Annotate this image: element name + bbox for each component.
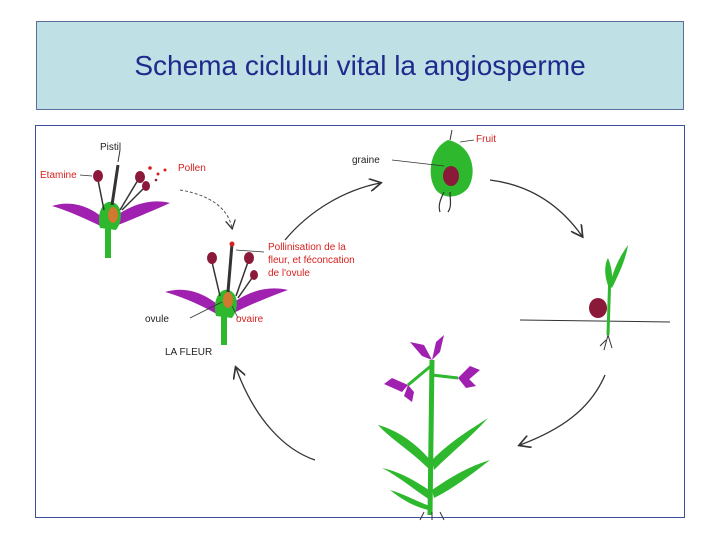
label-pollinisation-1: Pollinisation de la	[268, 242, 346, 253]
pollination-arrow	[179, 189, 232, 228]
seedling	[519, 245, 671, 351]
flower-2	[165, 241, 288, 345]
arrow-to-plant	[520, 374, 606, 445]
label-ovaire: ovaire	[236, 314, 264, 325]
diagram-frame	[35, 125, 685, 518]
flower-1	[52, 149, 170, 258]
label-pollinisation-2: fleur, et féconcation	[268, 255, 355, 266]
fruit	[391, 129, 475, 213]
label-pistil: Pistil	[100, 142, 121, 153]
arrow-to-fruit	[284, 183, 380, 241]
title-box: Schema ciclului vital la angiosperme	[36, 21, 684, 110]
label-etamine: Etamine	[40, 170, 77, 181]
arrow-to-flower	[236, 368, 316, 461]
label-ovule: ovule	[145, 314, 169, 325]
arrow-to-seedling	[489, 179, 582, 236]
label-pollen: Pollen	[178, 163, 206, 174]
adult-plant	[378, 335, 490, 521]
label-la-fleur: LA FLEUR	[165, 347, 212, 358]
label-pollinisation-3: de l'ovule	[268, 268, 310, 279]
label-graine: graine	[352, 155, 380, 166]
label-fruit: Fruit	[476, 134, 496, 145]
slide-title: Schema ciclului vital la angiosperme	[134, 49, 586, 81]
